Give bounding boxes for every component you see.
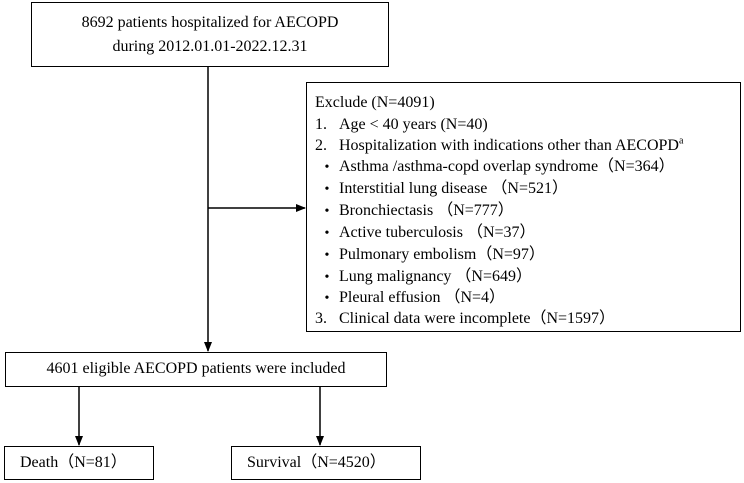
eligible-patients-text: 4601 eligible AECOPD patients were inclu… <box>46 360 346 377</box>
death-box: Death（N=81） <box>4 446 154 480</box>
sub-item-asthma: • Asthma /asthma-copd overlap syndrome（N=… <box>315 157 675 178</box>
sub-item-text: Lung malignancy （N=649） <box>339 268 532 285</box>
sub-item-text: Interstitial lung disease （N=521） <box>339 180 568 197</box>
bullet-icon: • <box>324 160 330 175</box>
bullet-icon: • <box>324 182 330 197</box>
eligible-patients-box: 4601 eligible AECOPD patients were inclu… <box>5 352 387 387</box>
sub-item-bronchiectasis: • Bronchiectasis （N=777） <box>315 201 514 222</box>
exclusion-item-number: 3. <box>315 310 327 327</box>
source-population-line2: during 2012.01.01-2022.12.31 <box>112 38 308 55</box>
sub-item-text: Pulmonary embolism（N=97） <box>339 246 545 263</box>
exclusion-item-other-indications: 2. Hospitalization with indications other… <box>315 136 683 156</box>
source-population-box: 8692 patients hospitalized for AECOPD du… <box>31 2 389 67</box>
survival-text: Survival（N=4520） <box>247 454 386 471</box>
exclusion-item-text: Age < 40 years (N=40) <box>339 116 488 133</box>
source-population-line1: 8692 patients hospitalized for AECOPD <box>81 14 339 31</box>
bullet-icon: • <box>324 270 330 285</box>
exclusion-item-incomplete: 3. Clinical data were incomplete（N=1597） <box>315 309 615 329</box>
sub-item-malignancy: • Lung malignancy （N=649） <box>315 267 532 288</box>
exclusion-item-number: 1. <box>315 116 327 133</box>
sub-item-interstitial: • Interstitial lung disease （N=521） <box>315 179 568 200</box>
death-text: Death（N=81） <box>20 454 127 471</box>
sub-item-effusion: • Pleural effusion （N=4） <box>315 288 506 309</box>
exclusion-title: Exclude (N=4091) <box>315 94 435 111</box>
sub-item-text: Active tuberculosis （N=37） <box>339 224 536 241</box>
sub-item-tuberculosis: • Active tuberculosis （N=37） <box>315 223 536 244</box>
bullet-icon: • <box>324 291 330 306</box>
sub-item-embolism: • Pulmonary embolism（N=97） <box>315 245 545 266</box>
exclusion-item-text: Hospitalization with indications other t… <box>339 137 679 154</box>
footnote-marker: a <box>678 135 684 147</box>
sub-item-text: Bronchiectasis （N=777） <box>339 202 514 219</box>
exclusion-item-number: 2. <box>315 137 327 154</box>
sub-item-text: Asthma /asthma-copd overlap syndrome（N=3… <box>339 158 675 175</box>
bullet-icon: • <box>324 226 330 241</box>
exclusion-item-text: Clinical data were incomplete（N=1597） <box>339 310 616 327</box>
exclusion-item-age: 1. Age < 40 years (N=40) <box>315 115 488 135</box>
bullet-icon: • <box>324 204 330 219</box>
sub-item-text: Pleural effusion （N=4） <box>339 289 506 306</box>
survival-box: Survival（N=4520） <box>231 446 421 480</box>
bullet-icon: • <box>324 248 330 263</box>
exclusion-box: Exclude (N=4091) 1. Age < 40 years (N=40)… <box>306 82 741 332</box>
